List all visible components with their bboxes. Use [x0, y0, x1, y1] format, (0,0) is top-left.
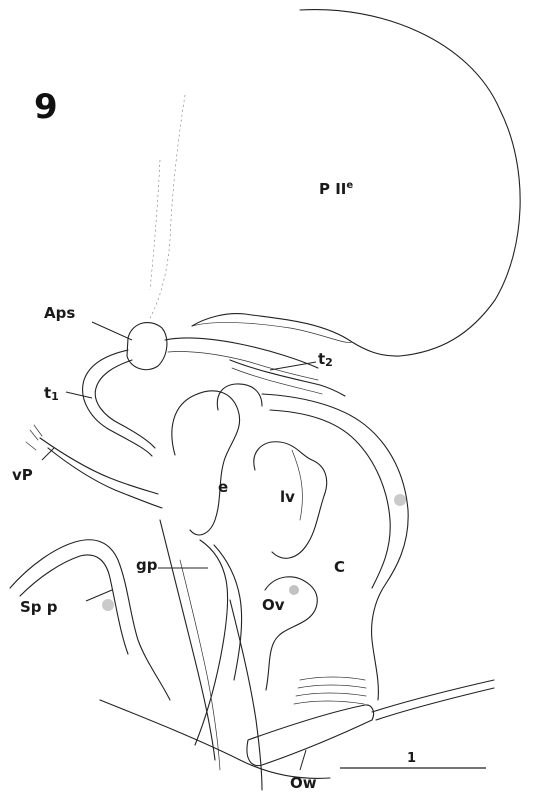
- label-ov: Ov: [262, 596, 285, 614]
- c-wall-outer: [262, 394, 408, 700]
- label-aps: Aps: [44, 304, 75, 322]
- label-pll-sup: e: [346, 180, 353, 191]
- leader-aps: [92, 322, 132, 340]
- aps-stalk: [165, 338, 318, 368]
- t2-band-inner: [232, 368, 322, 394]
- label-pll-text: P II: [319, 180, 346, 198]
- leader-t2: [270, 362, 316, 370]
- scale-bar-label: 1: [407, 751, 416, 766]
- spp-stipple: [102, 599, 114, 611]
- aps-knob: [127, 323, 167, 370]
- outer-thread-2: [376, 688, 494, 720]
- lower-tube-2: [230, 600, 262, 790]
- gp-channel-inner: [214, 545, 242, 680]
- pll-sac-outline: [192, 10, 520, 357]
- central-lobe-e: [172, 391, 240, 535]
- label-t1-text: t: [44, 384, 51, 402]
- vp-tube-tip: [26, 425, 42, 450]
- lobe-lv-fold: [292, 450, 302, 520]
- label-lv: lv: [280, 488, 295, 506]
- figure-number: 9: [34, 87, 58, 127]
- vp-tube-lower: [48, 448, 162, 508]
- upper-lobe: [217, 384, 262, 410]
- ow-rib-4: [294, 701, 364, 704]
- ow-rib-2: [298, 685, 366, 688]
- lower-tube-1: [160, 520, 215, 760]
- label-t2-sub: 2: [325, 356, 333, 369]
- ov-stipple: [289, 585, 299, 595]
- label-ow: Ow: [290, 774, 317, 792]
- leader-ow: [300, 750, 306, 770]
- lower-tube-3: [180, 560, 220, 770]
- pll-sac-fold-line-2: [150, 160, 160, 290]
- ow-body: [247, 705, 374, 766]
- lower-sweep: [100, 700, 330, 778]
- ow-rib-3: [296, 693, 366, 696]
- label-t1-sub: 1: [51, 390, 59, 403]
- ow-rib-1: [300, 677, 365, 680]
- label-t2: t2: [318, 350, 333, 369]
- label-c: C: [334, 558, 345, 576]
- label-e: e: [218, 478, 228, 496]
- outer-thread: [372, 680, 494, 712]
- label-vp: vP: [12, 466, 33, 484]
- label-t1: t1: [44, 384, 59, 403]
- pll-sac-fold-line: [150, 95, 185, 318]
- c-wall-stipple: [394, 494, 406, 506]
- vp-tube: [40, 438, 158, 494]
- label-pll: P IIe: [319, 180, 353, 198]
- label-t2-text: t: [318, 350, 325, 368]
- t1-loop-inner: [95, 360, 155, 448]
- leader-vp: [42, 448, 54, 460]
- leader-t1: [66, 392, 92, 398]
- label-gp: gp: [136, 556, 158, 574]
- label-spp: Sp p: [20, 598, 58, 616]
